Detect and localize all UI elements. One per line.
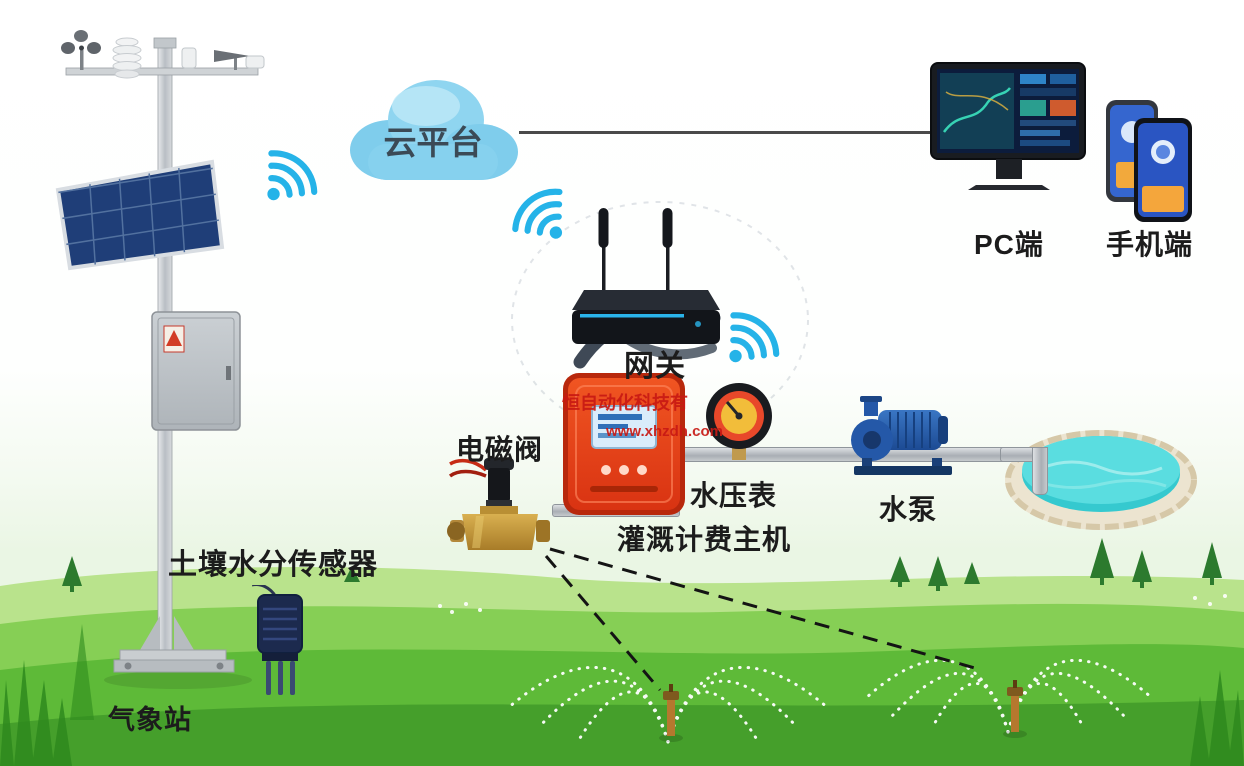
gateway-icon (572, 208, 720, 344)
grass-blades (0, 624, 1244, 766)
pc-monitor-icon (930, 62, 1086, 190)
watermark-url-text: www.xhzdh.com (606, 423, 723, 440)
watermark-ring (511, 201, 809, 439)
mobile-label: 手机端 (1106, 229, 1194, 260)
weather-station-label: 气象站 (108, 705, 192, 735)
water-pump-icon (851, 396, 952, 475)
weather-station-icon (55, 30, 265, 689)
wifi-signal-icon (729, 312, 780, 363)
pressure-gauge-icon (706, 383, 772, 460)
sprinkler-icon (1003, 680, 1027, 738)
pc-label: PC端 (974, 229, 1044, 260)
soil-sensor-label: 土壤水分传感器 (168, 549, 379, 581)
antenna-icon (598, 208, 673, 290)
billing-host-icon (563, 373, 685, 515)
dashboard-widgets (1020, 74, 1076, 146)
flowers (438, 594, 1227, 614)
watermark-company-text: 恒自动化科技有 (562, 393, 688, 413)
pressure-gauge-label: 水压表 (690, 480, 778, 511)
sprinkler-icon (659, 684, 683, 742)
radiation-shield-icon (112, 37, 142, 79)
cloud-label: 云平台 (384, 124, 483, 161)
pump-label: 水泵 (879, 494, 938, 525)
sensor-module (181, 47, 197, 69)
gateway-label: 网关 (624, 350, 686, 383)
wifi-signal-icon (267, 150, 318, 201)
solenoid-valve-label: 电磁阀 (456, 434, 544, 465)
control-box-icon (151, 311, 241, 431)
smartphone-icon (1106, 100, 1192, 222)
wifi-signal-icon (512, 188, 563, 239)
pool-inlet-elbow (1032, 447, 1048, 495)
billing-host-label: 灌溉计费主机 (617, 524, 792, 555)
cloud-platform-icon: 云平台 (350, 80, 518, 180)
solar-panel-icon (55, 159, 225, 271)
solenoid-valve-icon (447, 458, 550, 550)
pool-icon (1005, 430, 1197, 530)
cloud-pc-connection-line (519, 131, 939, 134)
wind-vane-icon (214, 50, 265, 70)
pole-base (113, 616, 235, 673)
soil-moisture-sensor-icon (252, 585, 303, 695)
anemometer-icon (61, 30, 101, 70)
